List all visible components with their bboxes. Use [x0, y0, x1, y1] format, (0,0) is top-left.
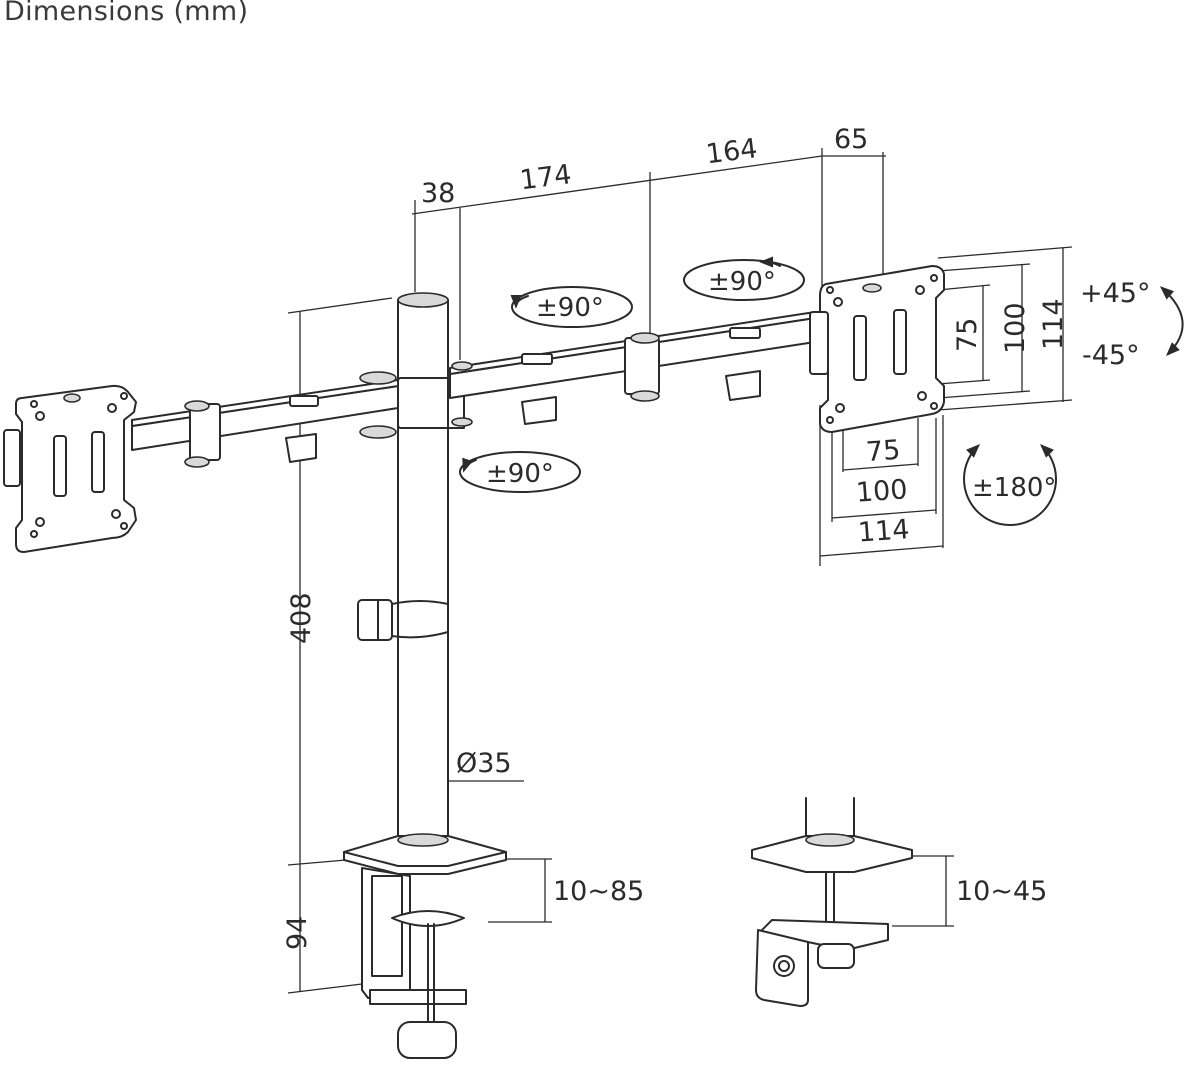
- dim-pole-diameter: Ø35: [456, 748, 512, 779]
- tilt-arrow: [1159, 286, 1184, 356]
- right-arm: [449, 311, 816, 427]
- dim-vesa-vertical-75: 75: [952, 318, 983, 352]
- grommet-mount: [751, 797, 913, 1007]
- dim-vesa-vertical-114: 114: [1038, 298, 1069, 350]
- dim-arm-segment-1: 174: [518, 159, 573, 196]
- dim-vesa-vertical-100: 100: [1000, 302, 1031, 354]
- desk-clamp: [343, 833, 507, 1059]
- left-vesa-plate: [3, 384, 137, 553]
- rotate-label: ±180°: [972, 473, 1056, 503]
- rotation-label-lower: ±90°: [486, 459, 554, 489]
- tilt-up-label: +45°: [1080, 278, 1150, 309]
- rotation-ellipse-upper-left: [510, 286, 633, 328]
- dim-vesa-horizontal-114: 114: [857, 514, 911, 549]
- rotation-label-upper-right: ±90°: [708, 267, 776, 297]
- top-dimension-lines: [411, 148, 886, 360]
- rotation-label-upper-left: ±90°: [536, 293, 604, 323]
- dim-vesa-horizontal-100: 100: [855, 474, 909, 509]
- right-vesa-plate: [809, 265, 945, 433]
- rotation-ellipse-lower: [459, 451, 581, 493]
- diagram-title: Dimensions (mm): [4, 0, 249, 27]
- dim-clamp-height: 94: [282, 916, 313, 950]
- dim-vesa-horizontal-75: 75: [865, 435, 901, 468]
- dim-grommet-range: 10~45: [956, 876, 1047, 907]
- dim-arm-segment-2: 164: [704, 133, 759, 170]
- dim-arm-offset: 38: [421, 178, 455, 209]
- dim-head-depth: 65: [834, 124, 868, 155]
- vesa-dimension-lines: [819, 246, 1073, 566]
- dim-clamp-range: 10~85: [553, 876, 644, 907]
- dim-pole-height: 408: [286, 592, 317, 644]
- rotate-180-circle: [963, 444, 1057, 526]
- left-arm: [131, 379, 399, 468]
- rotation-ellipse-upper-right: [683, 256, 805, 301]
- tilt-down-label: -45°: [1082, 340, 1140, 371]
- left-dimension-lines: [287, 297, 393, 994]
